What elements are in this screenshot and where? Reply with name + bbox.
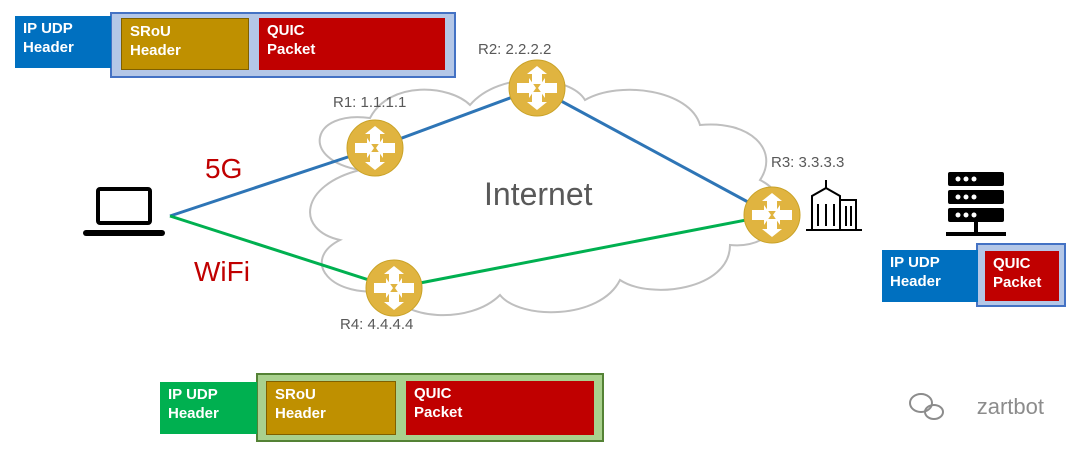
router-icon	[365, 259, 423, 317]
router-icon	[743, 186, 801, 244]
quic-packet: QUIC Packet	[259, 18, 445, 70]
router-icon	[508, 59, 566, 117]
quic-packet: QUIC Packet	[406, 381, 594, 435]
link-r4-r3	[393, 213, 773, 290]
link-laptop-r1	[169, 146, 376, 218]
router-label-r3: R3: 3.3.3.3	[771, 154, 845, 171]
router-label-r4: R4: 4.4.4.4	[340, 316, 414, 333]
quic-packet: QUIC Packet	[985, 251, 1059, 301]
wechat-icon	[909, 393, 944, 420]
link-laptop-r4	[169, 214, 395, 290]
building-icon	[806, 180, 862, 231]
srou-header: SRoU Header	[266, 381, 396, 435]
link-r1-r2	[374, 86, 538, 150]
router-label-r1: R1: 1.1.1.1	[333, 94, 407, 111]
ip-udp-header: IP UDP Header	[15, 16, 111, 68]
ip-udp-header: IP UDP Header	[882, 250, 978, 302]
ip-udp-header: IP UDP Header	[160, 382, 257, 434]
link-label-5g: 5G	[205, 153, 243, 184]
server-icon	[946, 172, 1006, 236]
brand-watermark: zartbot	[976, 394, 1044, 419]
srou-header: SRoU Header	[121, 18, 249, 70]
link-r2-r3	[536, 86, 773, 217]
link-label-wifi: WiFi	[194, 256, 250, 287]
laptop-icon	[83, 187, 165, 236]
router-icon	[346, 119, 404, 177]
internet-label: Internet	[484, 176, 593, 212]
router-label-r2: R2: 2.2.2.2	[478, 41, 552, 58]
